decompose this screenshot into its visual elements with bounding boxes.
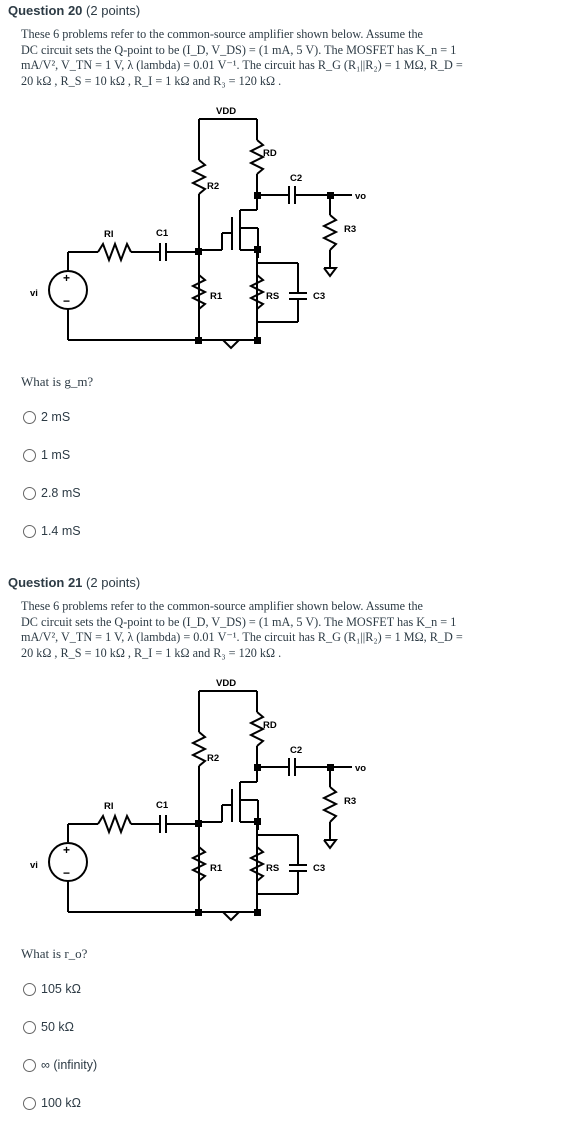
radio-button[interactable] (23, 982, 36, 996)
intro-line: mA/V², V_TN = 1 V, λ (lambda) = 0.01 V⁻¹… (21, 630, 463, 645)
label-vdd: VDD (216, 106, 236, 117)
label-r2: R2 (207, 181, 219, 192)
label-plus: + (63, 271, 70, 285)
option-label: 100 kΩ (41, 1096, 81, 1110)
question-header: Question 21 (2 points) (8, 575, 140, 590)
question-title: Question 21 (8, 575, 83, 590)
label-rs: RS (266, 863, 279, 874)
intro-line: mA/V², V_TN = 1 V, λ (lambda) = 0.01 V⁻¹… (21, 58, 463, 73)
circuit-diagram: VDD RD R2 C2 vo RI C1 R3 vi + − R1 RS C3 (30, 678, 366, 922)
radio-button[interactable] (23, 1020, 36, 1034)
label-vo: vo (355, 763, 366, 774)
question-title: Question 20 (8, 3, 83, 18)
label-vi: vi (30, 288, 38, 299)
label-vi: vi (30, 860, 38, 871)
label-c1: C1 (156, 228, 169, 239)
label-rs: RS (266, 291, 279, 302)
answer-option[interactable]: 1 mS (23, 445, 70, 465)
option-label: 105 kΩ (41, 982, 81, 996)
label-minus: − (63, 294, 70, 308)
answer-option[interactable]: 2 mS (23, 407, 70, 427)
label-r1: R1 (210, 291, 223, 302)
option-label: 1.4 mS (41, 524, 81, 538)
option-label: 2 mS (41, 410, 71, 424)
option-label: ∞ (infinity) (41, 1058, 98, 1072)
label-c1: C1 (156, 800, 169, 811)
question-points: (2 points) (86, 575, 141, 590)
label-plus: + (63, 843, 70, 857)
intro-line: DC circuit sets the Q-point to be (I_D, … (21, 614, 457, 629)
question-stem: What is r_o? (21, 946, 88, 961)
intro-line: 20 kΩ , R_S = 10 kΩ , R_I = 1 kΩ and R₃ … (21, 73, 282, 88)
label-rd: RD (263, 720, 277, 731)
option-label: 1 mS (41, 448, 71, 462)
question-intro: These 6 problems refer to the common-sou… (21, 27, 501, 89)
label-c2: C2 (290, 173, 302, 184)
label-minus: − (63, 866, 70, 880)
intro-line: 20 kΩ , R_S = 10 kΩ , R_I = 1 kΩ and R₃ … (21, 645, 282, 660)
intro-line: These 6 problems refer to the common-sou… (21, 599, 423, 613)
question-header: Question 20 (2 points) (8, 3, 140, 18)
label-c3: C3 (313, 863, 325, 874)
question-stem: What is g_m? (21, 374, 94, 389)
label-ri: RI (104, 229, 114, 240)
option-label: 50 kΩ (41, 1020, 74, 1034)
label-rd: RD (263, 148, 277, 159)
label-ri: RI (104, 801, 114, 812)
answer-option[interactable]: 105 kΩ (23, 979, 81, 999)
label-r2: R2 (207, 753, 219, 764)
label-r1: R1 (210, 863, 223, 874)
radio-button[interactable] (23, 410, 36, 424)
label-vo: vo (355, 191, 366, 202)
radio-button[interactable] (23, 486, 36, 500)
answer-option[interactable]: 50 kΩ (23, 1017, 74, 1037)
intro-line: These 6 problems refer to the common-sou… (21, 27, 423, 41)
radio-button[interactable] (23, 1058, 36, 1072)
question-points: (2 points) (86, 3, 141, 18)
answer-option[interactable]: 2.8 mS (23, 483, 81, 503)
label-c2: C2 (290, 745, 302, 756)
label-r3: R3 (344, 796, 356, 807)
option-label: 2.8 mS (41, 486, 81, 500)
question-intro: These 6 problems refer to the common-sou… (21, 599, 501, 661)
answer-option[interactable]: ∞ (infinity) (23, 1055, 97, 1075)
answer-option[interactable]: 100 kΩ (23, 1093, 81, 1113)
answer-option[interactable]: 1.4 mS (23, 521, 81, 541)
radio-button[interactable] (23, 524, 36, 538)
circuit-diagram: VDD RD R2 C2 vo RI C1 R3 vi + − R1 RS C3 (30, 106, 366, 350)
label-r3: R3 (344, 224, 356, 235)
label-c3: C3 (313, 291, 325, 302)
intro-line: DC circuit sets the Q-point to be (I_D, … (21, 42, 457, 57)
radio-button[interactable] (23, 448, 36, 462)
label-vdd: VDD (216, 678, 236, 689)
radio-button[interactable] (23, 1096, 36, 1110)
